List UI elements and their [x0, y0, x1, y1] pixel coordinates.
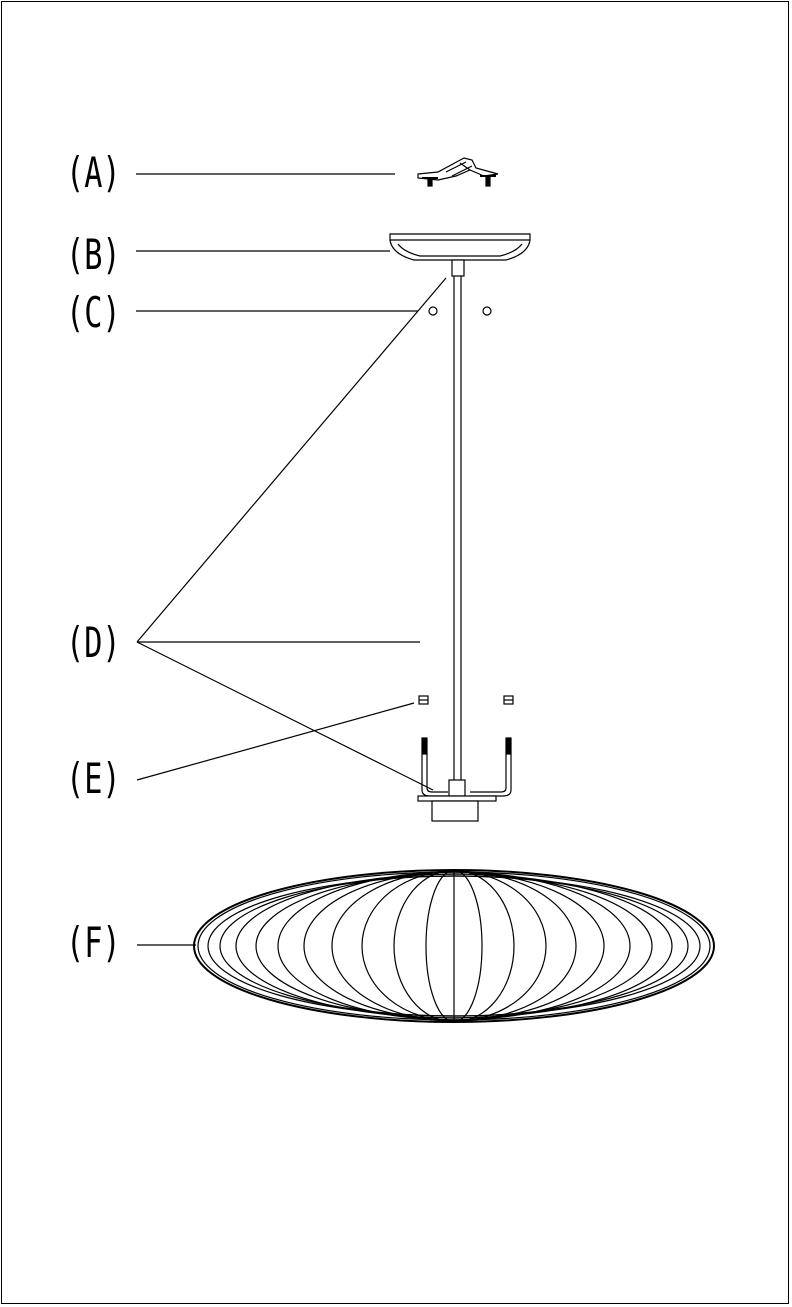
- callout-f: (F): [66, 918, 121, 967]
- leader-line-e: [136, 702, 415, 781]
- socket-assembly-icon: [417, 737, 512, 822]
- callout-b: (B): [66, 230, 121, 279]
- screws-icon: [428, 306, 492, 316]
- callout-c: (C): [66, 288, 121, 337]
- nuts-icon: [418, 695, 514, 705]
- callout-a: (A): [66, 148, 121, 197]
- lamp-shade-icon: [193, 869, 715, 1023]
- callout-e: (E): [66, 754, 121, 803]
- leader-lines-d: [136, 277, 447, 791]
- mounting-bracket-icon: [417, 157, 499, 187]
- canopy-icon: [389, 233, 531, 277]
- suspension-rod-icon: [453, 276, 462, 780]
- callout-d: (D): [66, 618, 121, 667]
